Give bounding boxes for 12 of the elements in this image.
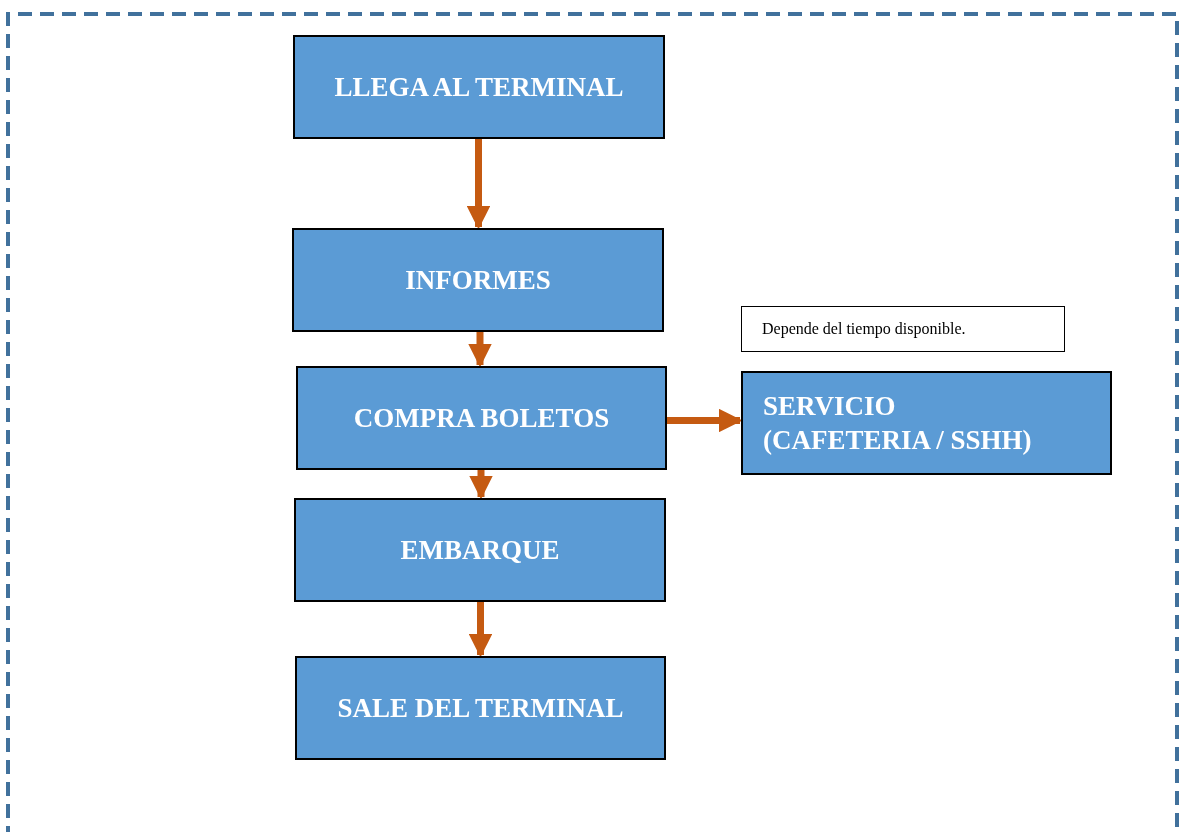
process-box: SALE DEL TERMINAL <box>295 656 666 760</box>
process-box: EMBARQUE <box>294 498 666 602</box>
process-box: LLEGA AL TERMINAL <box>293 35 665 139</box>
arrow <box>468 602 493 658</box>
arrow <box>469 470 493 500</box>
process-box: INFORMES <box>292 228 664 332</box>
arrow <box>468 332 492 368</box>
arrow <box>466 139 491 230</box>
process-box: SERVICIO (CAFETERIA / SSHH) <box>741 371 1112 475</box>
process-box: COMPRA BOLETOS <box>296 366 667 470</box>
note-box: Depende del tiempo disponible. <box>741 306 1065 352</box>
arrow <box>667 408 743 433</box>
